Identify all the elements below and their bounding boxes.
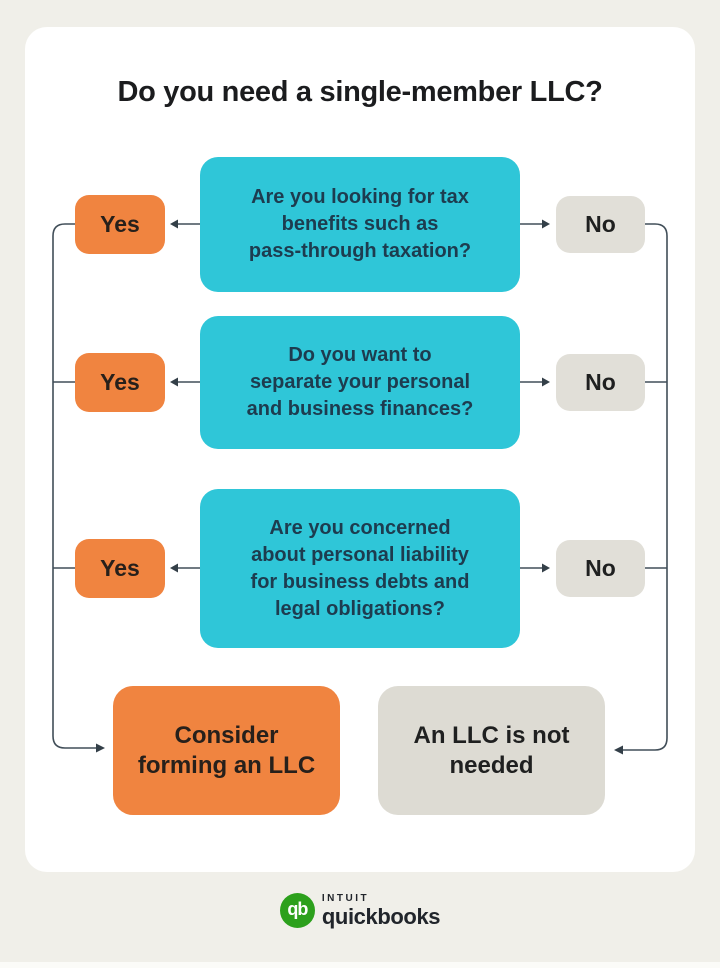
no-badge-3: No [556, 540, 645, 597]
no-badge-1: No [556, 196, 645, 253]
no-rail-arrowhead [614, 745, 623, 755]
yes-rail-line [52, 223, 96, 749]
yes-rail-arrowhead [96, 743, 105, 753]
bottom-white-strip [0, 962, 720, 968]
quickbooks-logo: qb INTUIT quickbooks [0, 888, 720, 933]
question-box-3: Are you concerned about personal liabili… [200, 489, 520, 648]
yes-badge-1: Yes [75, 195, 165, 254]
intuit-wordmark: INTUIT [321, 892, 370, 904]
arrow-q3-no-head [542, 563, 550, 573]
quickbooks-qb-icon: qb [279, 893, 315, 928]
arrow-q1-yes-head [170, 219, 178, 229]
arrow-q1-no-head [542, 219, 550, 229]
no-badge-2: No [556, 354, 645, 411]
quickbooks-wordmark: quickbooks [321, 903, 441, 929]
question-box-2: Do you want to separate your personal an… [200, 316, 520, 449]
question-box-1: Are you looking for tax benefits such as… [200, 157, 520, 292]
arrow-q2-no-head [542, 377, 550, 387]
yes-badge-3: Yes [75, 539, 165, 598]
logo-wordmarks: INTUIT quickbooks [321, 892, 441, 929]
outcome-llc-not-needed: An LLC is not needed [378, 686, 605, 815]
page-title: Do you need a single-member LLC? [117, 76, 603, 108]
arrow-q3-yes-head [170, 563, 178, 573]
yes-badge-2: Yes [75, 353, 165, 412]
arrow-q2-yes-head [170, 377, 178, 387]
no-rail-line [623, 223, 668, 751]
outcome-consider-llc: Consider forming an LLC [113, 686, 340, 815]
